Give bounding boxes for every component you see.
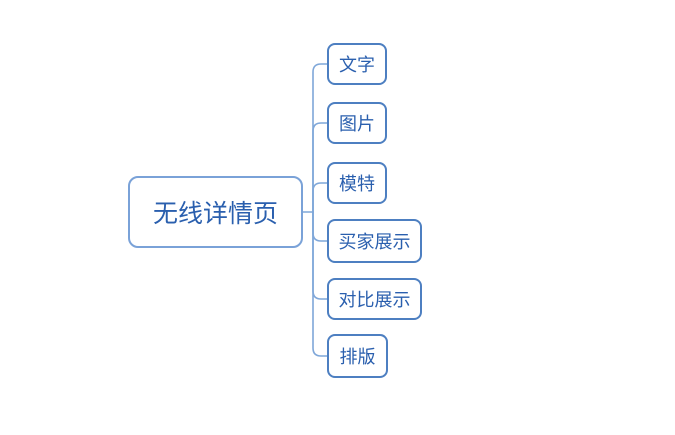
subtopic-text-label: 文字	[339, 55, 375, 75]
connector-branch-4	[312, 211, 328, 242]
root-topic-label: 无线详情页	[152, 201, 278, 228]
connector-branch-3	[312, 182, 328, 213]
subtopic-model-label: 模特	[339, 174, 375, 194]
root-topic[interactable]: 无线详情页	[128, 176, 303, 248]
connector-branch-1	[312, 63, 328, 213]
connector-branch-2	[312, 122, 328, 213]
subtopic-comparison-show-label: 对比展示	[338, 290, 411, 310]
subtopic-image[interactable]: 图片	[327, 102, 387, 144]
subtopic-buyer-show[interactable]: 买家展示	[327, 219, 422, 263]
connector-branch-6	[312, 211, 328, 357]
subtopic-layout-label: 排版	[339, 347, 376, 367]
subtopic-text[interactable]: 文字	[327, 43, 387, 85]
subtopic-model[interactable]: 模特	[327, 162, 387, 204]
subtopic-comparison-show[interactable]: 对比展示	[327, 278, 422, 320]
subtopic-buyer-show-label: 买家展示	[338, 232, 411, 252]
connector-branch-5	[312, 211, 328, 300]
subtopic-image-label: 图片	[339, 114, 375, 134]
subtopic-layout[interactable]: 排版	[327, 334, 388, 378]
